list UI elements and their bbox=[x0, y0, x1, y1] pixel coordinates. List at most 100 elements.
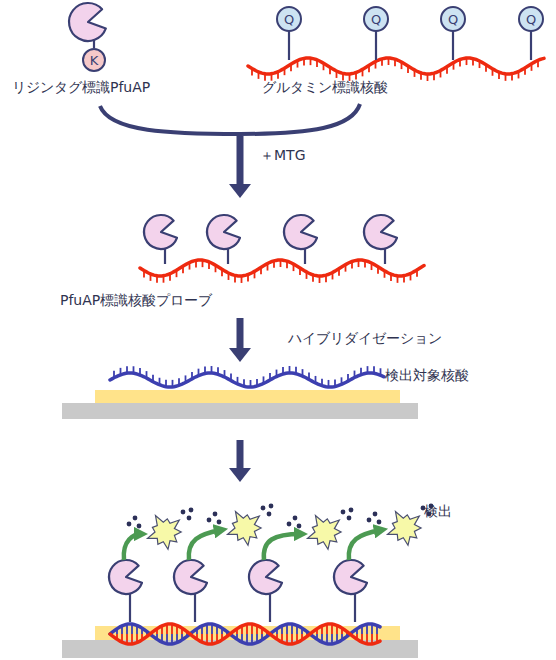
linker-line bbox=[288, 31, 290, 60]
base-tick bbox=[295, 367, 297, 374]
nucleic-strand bbox=[140, 260, 424, 276]
base-tick bbox=[178, 378, 180, 385]
base-tick bbox=[347, 374, 349, 381]
substrate-base bbox=[62, 403, 418, 419]
nucleic-strand bbox=[110, 624, 380, 644]
enzyme-symbol bbox=[364, 215, 397, 249]
base-tick bbox=[308, 372, 310, 379]
base-tick bbox=[397, 276, 399, 283]
circle-letter: K bbox=[90, 54, 99, 67]
base-tick bbox=[284, 68, 286, 75]
base-tick bbox=[440, 70, 442, 77]
base-tick bbox=[446, 67, 448, 74]
signal-burst bbox=[388, 512, 422, 546]
linker-line bbox=[354, 592, 356, 622]
substrate-dot bbox=[267, 512, 272, 517]
base-tick bbox=[375, 62, 377, 69]
reaction-arrow bbox=[124, 534, 141, 560]
base-tick bbox=[243, 379, 245, 386]
circle-letter: Q bbox=[526, 13, 536, 26]
step-arrow bbox=[237, 136, 244, 186]
base-tick bbox=[319, 276, 321, 283]
base-tick bbox=[511, 74, 513, 81]
base-tick bbox=[338, 269, 340, 276]
base-tick bbox=[267, 264, 269, 271]
signal-burst bbox=[228, 512, 262, 546]
step-arrow-head bbox=[229, 184, 251, 198]
base-tick bbox=[282, 367, 284, 374]
reaction-arrow bbox=[349, 530, 381, 560]
linker-line bbox=[129, 592, 131, 622]
substrate-dot bbox=[349, 508, 354, 513]
circle-letter: Q bbox=[284, 13, 294, 26]
label-circle: Q bbox=[440, 6, 466, 32]
base-tick bbox=[250, 380, 252, 387]
base-tick bbox=[230, 374, 232, 381]
caption-label: リジンタグ標識PfuAP bbox=[12, 79, 150, 97]
base-tick bbox=[459, 60, 461, 67]
base-tick bbox=[247, 274, 249, 281]
base-tick bbox=[169, 274, 171, 281]
base-tick bbox=[293, 264, 295, 271]
enzyme-symbol bbox=[249, 560, 282, 594]
base-tick bbox=[139, 368, 141, 375]
enzyme-symbol bbox=[284, 215, 317, 249]
base-tick bbox=[221, 269, 223, 276]
enzyme-symbol bbox=[144, 215, 177, 249]
base-tick bbox=[524, 68, 526, 75]
base-tick bbox=[368, 65, 370, 72]
enzyme-symbol bbox=[174, 560, 207, 594]
linker-line bbox=[375, 31, 377, 60]
substrate-dot bbox=[181, 510, 186, 515]
nucleic-strand bbox=[110, 624, 380, 644]
base-tick bbox=[146, 371, 148, 378]
base-tick bbox=[472, 59, 474, 66]
caption-label: 検出 bbox=[424, 503, 452, 521]
base-tick bbox=[113, 371, 115, 378]
base-tick bbox=[182, 266, 184, 273]
enzyme-symbol bbox=[69, 3, 106, 41]
base-tick bbox=[498, 72, 500, 79]
nucleic-strand bbox=[248, 58, 544, 74]
base-tick bbox=[315, 376, 317, 383]
base-tick bbox=[410, 273, 412, 280]
base-tick bbox=[479, 61, 481, 68]
base-tick bbox=[371, 263, 373, 270]
base-tick bbox=[420, 73, 422, 80]
base-tick bbox=[258, 72, 260, 79]
base-tick bbox=[364, 261, 366, 268]
base-tick bbox=[394, 59, 396, 66]
base-tick bbox=[334, 379, 336, 386]
label-circle: Q bbox=[276, 6, 302, 32]
base-tick bbox=[401, 62, 403, 69]
base-tick bbox=[321, 379, 323, 386]
base-tick bbox=[289, 366, 291, 373]
base-tick bbox=[362, 69, 364, 76]
signal-burst bbox=[148, 516, 182, 550]
base-tick bbox=[367, 366, 369, 373]
label-circle: K bbox=[82, 48, 106, 72]
label-circle: Q bbox=[518, 6, 544, 32]
substrate-dot bbox=[137, 524, 142, 529]
base-tick bbox=[416, 270, 418, 277]
base-tick bbox=[120, 368, 122, 375]
merge-curve bbox=[100, 104, 360, 134]
caption-label: 検出対象核酸 bbox=[385, 367, 469, 385]
base-tick bbox=[133, 366, 135, 373]
base-tick bbox=[453, 63, 455, 70]
circle-letter: Q bbox=[448, 13, 458, 26]
substrate-dot bbox=[127, 522, 132, 527]
base-tick bbox=[407, 66, 409, 73]
substrate-dot bbox=[207, 518, 212, 523]
base-tick bbox=[505, 74, 507, 81]
caption-label: ハイブリダイゼーション bbox=[288, 330, 442, 348]
base-tick bbox=[228, 273, 230, 280]
base-tick bbox=[224, 370, 226, 377]
base-tick bbox=[211, 366, 213, 373]
linker-line bbox=[164, 248, 166, 264]
base-tick bbox=[176, 270, 178, 277]
base-tick bbox=[329, 67, 331, 74]
substrate-dot bbox=[377, 520, 382, 525]
